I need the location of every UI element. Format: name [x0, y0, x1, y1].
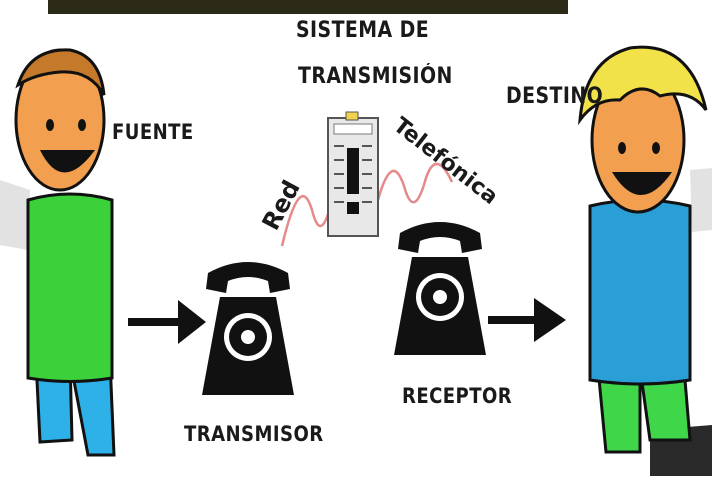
person-icon: [578, 45, 708, 454]
network-wire: [376, 162, 454, 204]
telefonica-label: Telefónica: [388, 113, 502, 210]
arrow-right-icon: [488, 298, 566, 342]
exchange-panel-icon: [327, 111, 379, 237]
arrow-right-icon: [128, 300, 206, 344]
sistema-label-line2: TRANSMISIÓN: [298, 64, 453, 89]
top-banner: [48, 0, 568, 14]
sistema-label-line1: SISTEMA DE: [296, 18, 430, 43]
person-icon: [14, 48, 116, 457]
transmisor-label: TRANSMISOR: [184, 422, 324, 446]
telephone-icon: [394, 222, 486, 355]
destino-label: DESTINO: [506, 84, 604, 109]
network-wire: [280, 189, 336, 247]
red-label: Red: [257, 176, 306, 235]
telephone-icon: [202, 262, 294, 395]
receptor-label: RECEPTOR: [402, 384, 513, 408]
fuente-label: FUENTE: [112, 120, 194, 144]
